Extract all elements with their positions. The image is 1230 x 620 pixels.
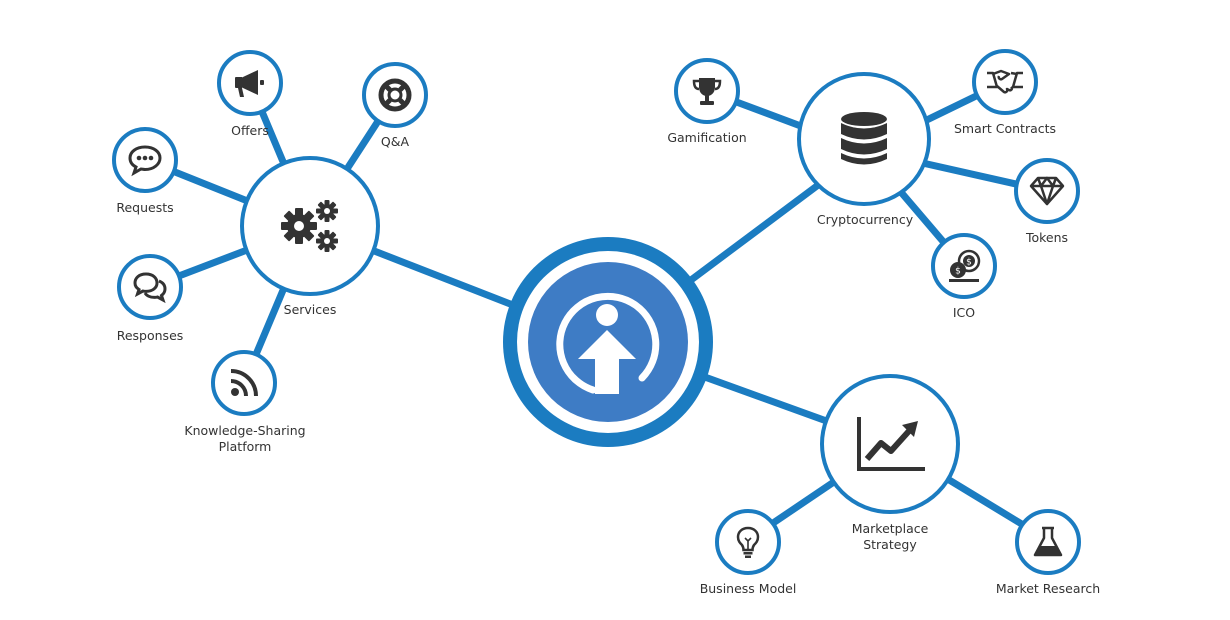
market-research-node: [1015, 509, 1081, 575]
megaphone-icon: [235, 70, 264, 97]
lightbulb-icon: [736, 526, 760, 558]
cryptocurrency-node: [797, 72, 931, 206]
center-node: [503, 237, 713, 447]
qa-label: Q&A: [380, 134, 410, 149]
gamification-label: Gamification: [667, 130, 747, 145]
marketplace-strategy-node: [820, 374, 960, 514]
ico-label: ICO: [952, 305, 976, 320]
chat-bubbles-icon: [133, 272, 167, 304]
offers-label: Offers: [231, 123, 269, 138]
gears-icon: [281, 200, 338, 252]
database-icon: [841, 112, 887, 165]
business-model-label: Business Model: [699, 581, 797, 596]
coins-icon: $ $: [949, 249, 981, 282]
tokens-label: Tokens: [1025, 230, 1069, 245]
knowledge-label-line-2: Platform: [218, 439, 272, 454]
up-arrow-logo-icon: [556, 292, 660, 394]
lifebuoy-icon: [378, 78, 412, 112]
chat-bubble-icon: [128, 145, 162, 177]
knowledge-label-line-1: Knowledge-Sharing: [184, 423, 306, 438]
cryptocurrency-label: Cryptocurrency: [816, 212, 914, 227]
line-chart-icon: [857, 417, 925, 471]
requests-node: [112, 127, 178, 193]
gamification-node: [674, 58, 740, 124]
responses-node: [117, 254, 183, 320]
requests-label: Requests: [116, 200, 174, 215]
services-node: [240, 156, 380, 296]
services-label: Services: [283, 302, 337, 317]
trophy-icon: [692, 78, 722, 105]
flask-icon: [1033, 526, 1063, 557]
rss-icon: [230, 369, 258, 397]
ico-node: $ $: [931, 233, 997, 299]
svg-text:$: $: [966, 258, 972, 268]
tokens-node: [1014, 158, 1080, 224]
svg-text:$: $: [955, 267, 961, 277]
diamond-icon: [1029, 176, 1065, 206]
marketplace-strategy-label: Marketplace Strategy: [852, 521, 929, 553]
offers-node: [217, 50, 283, 116]
handshake-icon: [987, 69, 1023, 94]
business-model-node: [715, 509, 781, 575]
knowledge-label: Knowledge-Sharing Platform: [184, 423, 305, 455]
marketplace-label-line-1: Marketplace: [851, 521, 929, 536]
marketplace-label-line-2: Strategy: [863, 537, 917, 552]
responses-label: Responses: [116, 328, 184, 343]
qa-node: [362, 62, 428, 128]
smart-contracts-node: [972, 49, 1038, 115]
market-research-label: Market Research: [995, 581, 1101, 596]
smart-contracts-label: Smart Contracts: [953, 121, 1057, 136]
knowledge-node: [211, 350, 277, 416]
